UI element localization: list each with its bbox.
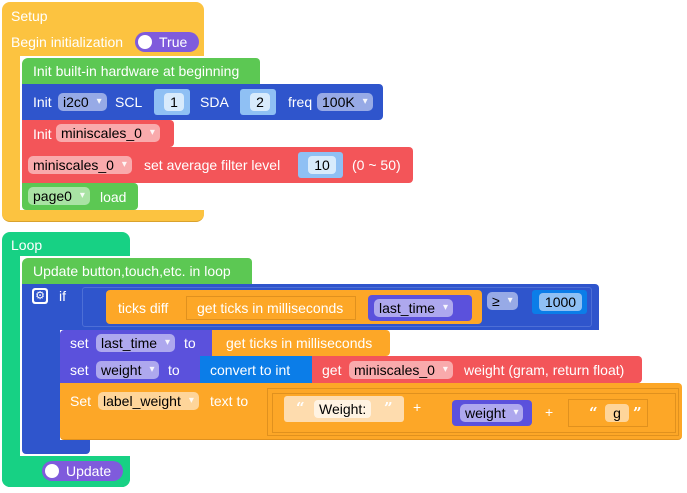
sda-slot: 2 xyxy=(240,89,276,115)
update-loop-block[interactable]: Update button,touch,etc. in loop xyxy=(22,258,252,284)
weight-device-dropdown[interactable]: miniscales_0 xyxy=(349,361,453,379)
sda-value-input[interactable]: 2 xyxy=(250,93,270,111)
label-weight-dropdown[interactable]: label_weight xyxy=(98,392,199,410)
begin-init-toggle[interactable]: True xyxy=(135,32,199,52)
filter-label: set average filter level xyxy=(144,157,281,173)
set-label: set xyxy=(70,362,89,378)
set-last-time-block[interactable]: set last_time to xyxy=(60,330,212,356)
scl-slot: 1 xyxy=(154,89,190,115)
set-label-text-set: Set xyxy=(70,393,92,409)
plus-label: + xyxy=(413,399,422,415)
i2c-init-block[interactable]: Init i2c0 SCL 1 SDA 2 freq 100K xyxy=(22,84,383,120)
to-label: to xyxy=(184,335,196,351)
string-g-input[interactable]: g xyxy=(605,404,629,422)
filter-device-dropdown[interactable]: miniscales_0 xyxy=(28,156,132,174)
open-quote-icon: “ xyxy=(589,404,598,422)
join-wrapper xyxy=(267,388,679,436)
ticks-diff-block[interactable]: ticks diff get ticks in milliseconds las… xyxy=(106,290,482,324)
filter-level-block[interactable]: miniscales_0 set average filter level 10… xyxy=(22,147,413,183)
update-loop-label: Update button,touch,etc. in loop xyxy=(33,263,231,279)
page-load-label: load xyxy=(100,189,127,205)
text-to-label: text to xyxy=(210,393,249,409)
get-weight-block[interactable]: get miniscales_0 weight (gram, return fl… xyxy=(312,356,642,383)
page-load-block[interactable]: page0 load xyxy=(22,183,138,210)
update-toggle-label: Update xyxy=(66,463,112,479)
last-time-set-dropdown[interactable]: last_time xyxy=(96,334,176,352)
ticks-diff-label: ticks diff xyxy=(118,300,169,316)
hw-init-block[interactable]: Init built-in hardware at beginning xyxy=(22,58,260,84)
threshold-slot: 1000 xyxy=(532,290,587,314)
get-ticks-block[interactable]: get ticks in milliseconds xyxy=(186,296,356,320)
sda-label: SDA xyxy=(200,94,229,110)
i2c-init-label: Init xyxy=(33,94,52,110)
hw-init-label: Init built-in hardware at beginning xyxy=(33,63,240,79)
filter-range-label: (0 ~ 50) xyxy=(352,157,401,173)
toggle-label: True xyxy=(159,34,188,50)
loop-title: Loop xyxy=(11,237,43,253)
string-weight-input[interactable]: Weight: xyxy=(314,400,372,418)
close-quote-icon: ” xyxy=(633,404,642,422)
gear-icon[interactable]: ⚙ xyxy=(32,288,48,304)
convert-int-label: convert to int xyxy=(210,362,291,378)
weight-var-dropdown[interactable]: weight xyxy=(460,404,524,422)
get-ticks-value-block[interactable]: get ticks in milliseconds xyxy=(212,330,390,356)
i2c-bus-dropdown[interactable]: i2c0 xyxy=(58,93,107,111)
toggle-knob xyxy=(138,35,152,49)
if-bottom-bar xyxy=(22,440,90,454)
last-time-dropdown[interactable]: last_time xyxy=(374,299,454,317)
if-label: if xyxy=(59,288,66,304)
filter-slot: 10 xyxy=(298,152,343,178)
threshold-input[interactable]: 1000 xyxy=(539,293,582,311)
set-label-text-block[interactable]: Set label_weight text to “ Weight: ” + w… xyxy=(60,383,682,440)
get-ticks-value-label: get ticks in milliseconds xyxy=(226,335,373,351)
last-time-var-block[interactable]: last_time xyxy=(368,295,472,321)
string-g-block: “ g ” xyxy=(568,399,648,427)
set-label: set xyxy=(70,335,89,351)
scale-init-block[interactable]: Init miniscales_0 xyxy=(22,120,174,147)
get-ticks-label: get ticks in milliseconds xyxy=(197,300,344,316)
to-label: to xyxy=(168,362,180,378)
string-weight-block[interactable]: “ Weight: ” xyxy=(284,396,404,422)
toggle-knob xyxy=(45,464,59,478)
freq-dropdown[interactable]: 100K xyxy=(317,93,373,111)
page-dropdown[interactable]: page0 xyxy=(28,187,90,205)
update-toggle[interactable]: Update xyxy=(42,461,123,481)
set-weight-block[interactable]: set weight to xyxy=(60,356,200,383)
weight-set-dropdown[interactable]: weight xyxy=(96,361,160,379)
convert-int-block[interactable]: convert to int xyxy=(200,356,312,383)
scl-label: SCL xyxy=(115,94,143,110)
plus-label-2: + xyxy=(545,404,554,420)
condition-wrapper xyxy=(82,287,592,327)
scale-init-label: Init xyxy=(33,126,52,142)
begin-init-label: Begin initialization xyxy=(11,34,124,50)
open-quote-icon: “ xyxy=(296,399,305,417)
filter-value-input[interactable]: 10 xyxy=(308,156,336,174)
close-quote-icon: ” xyxy=(384,399,393,417)
scale-init-device-dropdown[interactable]: miniscales_0 xyxy=(56,124,160,142)
weight-var-block[interactable]: weight xyxy=(452,400,532,426)
get-label: get xyxy=(322,362,342,378)
join-inner xyxy=(272,393,676,433)
compare-operator-dropdown[interactable]: ≥ xyxy=(487,292,518,310)
if-do-side xyxy=(22,330,60,446)
weight-reading-label: weight (gram, return float) xyxy=(464,362,625,378)
setup-title: Setup xyxy=(11,8,48,24)
freq-label: freq xyxy=(288,94,313,110)
scl-value-input[interactable]: 1 xyxy=(164,93,184,111)
